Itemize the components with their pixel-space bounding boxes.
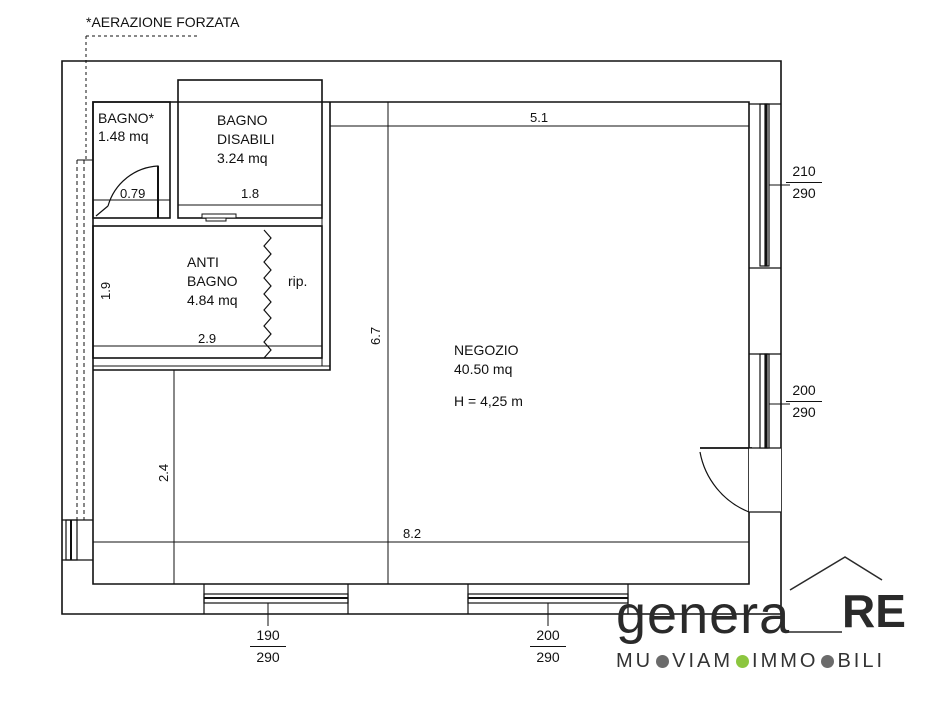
ventilation-duct <box>76 35 198 520</box>
shop-boundary <box>93 102 331 371</box>
window-bottom-left-size: 190 290 <box>248 627 288 666</box>
window-bottom-left-width: 190 <box>256 627 280 643</box>
antebathroom-name-line2: BAGNO <box>187 273 238 289</box>
tagline-dot-3 <box>821 655 835 668</box>
accessible-bathroom-name-line2: DISABILI <box>217 131 275 147</box>
window-bottom-left-height: 290 <box>256 648 280 665</box>
shop-area: 40.50 mq <box>454 361 513 377</box>
window-right-mid-size: 200 290 <box>784 382 824 421</box>
logo-roof <box>784 556 883 633</box>
bathroom-name: BAGNO* <box>98 110 155 126</box>
wall-shading <box>93 80 330 367</box>
tagline-dot-1 <box>656 655 670 668</box>
tagline-part-2: VIAM <box>672 650 734 672</box>
dimension-1-9: 1.9 <box>98 281 113 300</box>
sliding-door <box>201 213 237 222</box>
tagline-part-4: BILI <box>837 650 886 672</box>
shop-height: H = 4,25 m <box>454 393 523 409</box>
dimension-1-8: 1.8 <box>241 186 260 201</box>
window-right-mid-width: 200 <box>792 382 816 398</box>
window-bottom-right-width: 200 <box>536 627 560 643</box>
bathroom-door <box>95 165 159 217</box>
dimension-2-9: 2.9 <box>198 331 217 346</box>
logo-word-re: RE <box>842 585 906 637</box>
outer-wall <box>61 60 782 615</box>
window-right-mid-height: 290 <box>792 403 816 420</box>
forced-ventilation-note: *AERAZIONE FORZATA <box>86 14 240 30</box>
dimension-5-1: 5.1 <box>530 110 549 125</box>
logo-word-genera: genera <box>616 585 791 645</box>
antebathroom-area: 4.84 mq <box>187 292 238 308</box>
shop-name: NEGOZIO <box>454 342 519 358</box>
dimension-8-2: 8.2 <box>403 526 422 541</box>
dimension-lines <box>93 102 749 584</box>
dimension-0-79: 0.79 <box>120 186 146 201</box>
logo-tagline: MU VIAM IMMO BILI <box>616 650 885 673</box>
tagline-dot-2 <box>736 655 750 668</box>
tagline-part-1: MU <box>616 650 654 672</box>
window-right-top-height: 290 <box>792 184 816 201</box>
tagline-part-3: IMMO <box>752 650 819 672</box>
bathroom-area: 1.48 mq <box>98 128 149 144</box>
storage-name: rip. <box>288 273 308 289</box>
accessible-bathroom-area: 3.24 mq <box>217 150 268 166</box>
window-bottom-right-height: 290 <box>536 648 560 665</box>
entrance-door <box>699 451 750 513</box>
antebathroom-name-line1: ANTI <box>187 254 219 270</box>
window-bottom-right-size: 200 290 <box>528 627 568 666</box>
storage-zigzag <box>263 229 272 359</box>
window-right-top-width: 210 <box>792 163 816 179</box>
accessible-bathroom-name-line1: BAGNO <box>217 112 268 128</box>
dimension-6-7: 6.7 <box>368 326 383 345</box>
dimension-2-4: 2.4 <box>156 463 171 482</box>
doors <box>95 165 781 513</box>
window-leaders <box>267 184 790 626</box>
window-right-top-size: 210 290 <box>784 163 824 202</box>
